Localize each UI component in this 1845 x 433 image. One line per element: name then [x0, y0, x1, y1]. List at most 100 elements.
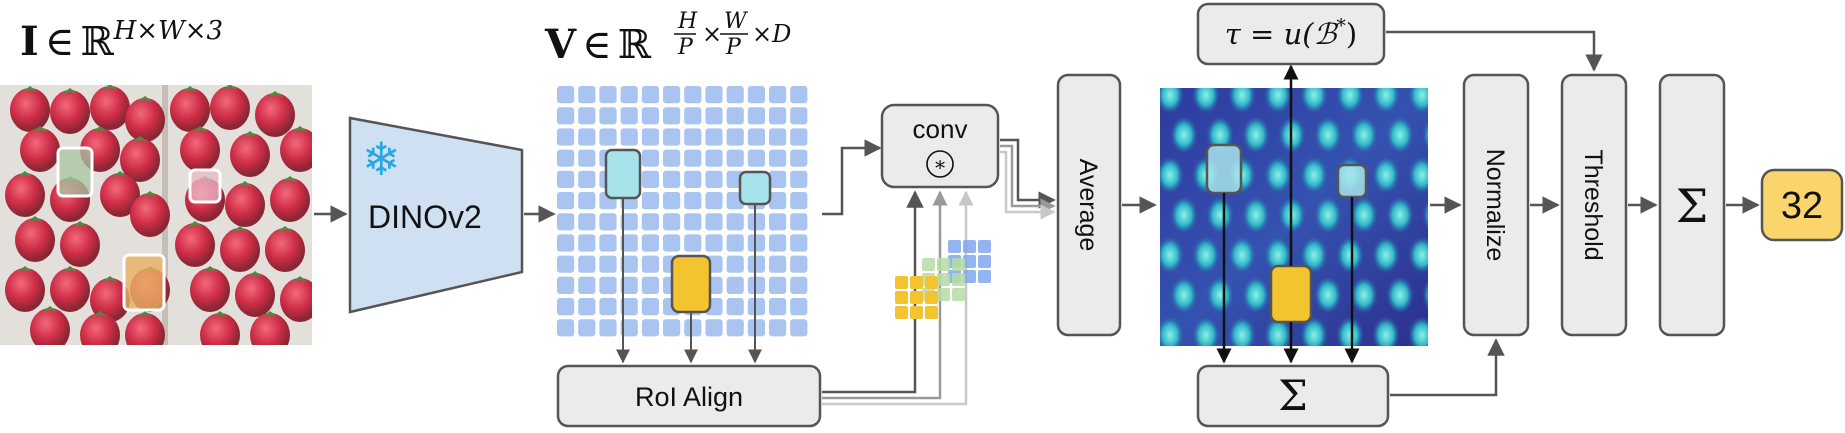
- strawberry: [10, 88, 50, 132]
- strawberry: [125, 98, 165, 142]
- feature-cell: [578, 319, 596, 337]
- prototype-cell: [952, 288, 965, 301]
- feature-cell: [599, 107, 617, 125]
- heatmap-exemplar-cyan-small: [1336, 163, 1368, 199]
- svg-text:P: P: [677, 35, 694, 60]
- feature-cell: [557, 149, 575, 167]
- strawberry: [30, 308, 70, 345]
- strawberry-leaf: [22, 86, 38, 92]
- heatmap-peak: [1264, 236, 1292, 274]
- dinov2-label: DINOv2: [368, 199, 482, 235]
- strawberry-leaf: [137, 311, 153, 317]
- strawberry: [210, 86, 250, 130]
- feature-cell: [641, 319, 659, 337]
- heatmap-peak: [1206, 276, 1234, 314]
- prototype-cell: [910, 291, 923, 304]
- heatmap-peak: [1192, 316, 1220, 346]
- heatmap-peak: [1350, 116, 1378, 154]
- strawberry: [255, 93, 295, 137]
- feature-cell: [726, 234, 744, 252]
- strawberry-leaf: [282, 176, 298, 182]
- feature-cell: [599, 276, 617, 294]
- feature-cell: [663, 192, 681, 210]
- strawberry: [220, 228, 260, 272]
- feature-cell: [599, 298, 617, 316]
- feature-cell: [747, 213, 765, 231]
- feature-cell: [684, 192, 702, 210]
- strawberry-leaf: [137, 96, 153, 102]
- count-output-value: 32: [1781, 185, 1823, 227]
- feature-exemplar-cyan-large: [604, 148, 642, 200]
- normalize-label: Normalize: [1481, 149, 1509, 262]
- svg-text:V∈ℝ: V∈ℝ: [544, 21, 652, 68]
- roi-align-box: [556, 364, 822, 428]
- strawberry-leaf: [222, 85, 238, 90]
- feature-cell: [663, 149, 681, 167]
- feature-cell: [557, 107, 575, 125]
- prototype-kernels: [895, 240, 991, 319]
- feature-cell: [790, 149, 808, 167]
- threshold-formula-box: [1196, 2, 1386, 66]
- strawberry: [280, 278, 312, 322]
- feature-cell: [790, 276, 808, 294]
- feature-cell: [747, 234, 765, 252]
- strawberry: [270, 178, 310, 222]
- strawberry-leaf: [212, 311, 228, 317]
- heatmap-peak: [1314, 116, 1342, 154]
- feature-cell: [684, 319, 702, 337]
- strawberry: [5, 268, 45, 312]
- feature-cell: [747, 276, 765, 294]
- feature-cell: [599, 255, 617, 273]
- feature-cell: [747, 86, 765, 104]
- prototype-cell: [937, 258, 950, 271]
- heatmap-peak: [1350, 276, 1378, 314]
- feature-cell: [726, 86, 744, 104]
- feature-cell: [599, 234, 617, 252]
- heatmap-peak: [1408, 156, 1428, 194]
- conv-label: conv: [913, 114, 968, 144]
- prototype-cell: [910, 276, 923, 289]
- feature-cell: [705, 149, 723, 167]
- strawberry-leaf: [27, 216, 43, 222]
- heatmap-peak: [1242, 196, 1270, 234]
- prototype-cell: [952, 258, 965, 271]
- strawberry: [100, 173, 140, 217]
- feature-cell: [769, 107, 787, 125]
- prototype-cell: [963, 240, 976, 253]
- strawberry: [265, 228, 305, 272]
- strawberry-leaf: [92, 126, 108, 132]
- feature-cell: [663, 107, 681, 125]
- feature-cell: [684, 107, 702, 125]
- svg-text:P: P: [725, 35, 742, 60]
- heatmap-peak: [1170, 276, 1198, 314]
- conv-box: [880, 103, 1000, 189]
- threshold-box: [1560, 73, 1628, 337]
- feature-cell: [769, 234, 787, 252]
- prototype-cell: [925, 291, 938, 304]
- arrow-features-to-conv: [822, 139, 882, 216]
- feature-exemplar-yellow: [670, 254, 712, 314]
- heatmap-peak: [1228, 236, 1256, 274]
- strawberry: [170, 88, 210, 132]
- feature-cell: [641, 213, 659, 231]
- feature-cell: [578, 86, 596, 104]
- feature-cell: [641, 107, 659, 125]
- heatmap-exemplar-yellow: [1269, 264, 1313, 324]
- prototype-cell: [978, 240, 991, 253]
- strawberry: [180, 128, 220, 172]
- feature-cell: [578, 192, 596, 210]
- prototype-cell: [895, 276, 908, 289]
- heatmap-peak: [1372, 156, 1400, 194]
- prototype-cell: [963, 255, 976, 268]
- feature-cell: [578, 213, 596, 231]
- average-box: [1056, 73, 1122, 337]
- feature-cell: [620, 276, 638, 294]
- prototype-cell: [910, 306, 923, 319]
- strawberry: [235, 273, 275, 317]
- feature-cell: [684, 128, 702, 146]
- heatmap-peak: [1300, 88, 1328, 114]
- prototype-cell: [937, 273, 950, 286]
- strawberry: [250, 313, 290, 345]
